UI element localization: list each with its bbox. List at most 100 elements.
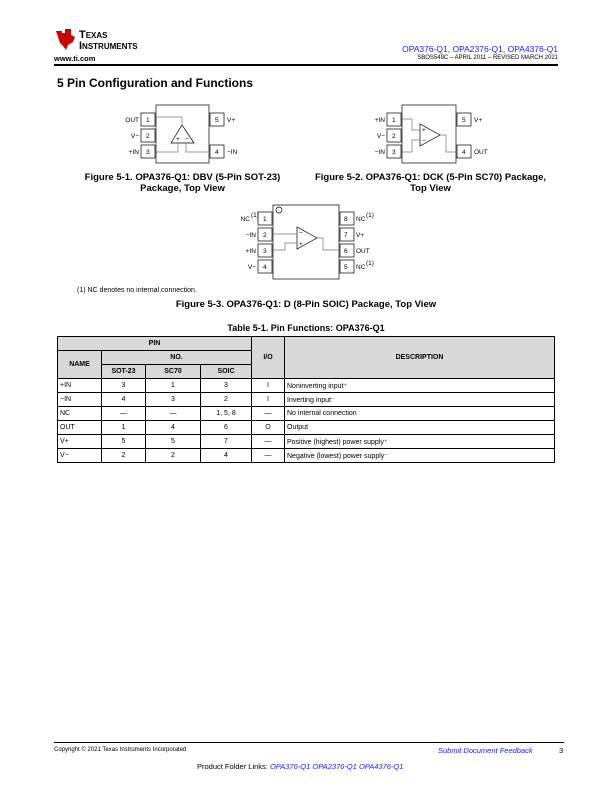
pin-label: −: [299, 230, 303, 237]
caption-line: Package, Top View: [140, 183, 225, 194]
pin-label: (1): [251, 212, 259, 219]
pin-label: −: [422, 138, 426, 145]
cell-io: —: [251, 448, 285, 463]
footnote: (1) NC denotes no internal connection.: [77, 287, 197, 294]
link-opa376[interactable]: OPA376-Q1: [269, 762, 311, 771]
fig2-caption: Figure 5-2. OPA376-Q1: DCK (5-Pin SC70) …: [303, 172, 558, 194]
pin-label: NC: [356, 264, 366, 271]
cell-io: I: [251, 392, 285, 407]
ti-logo-icon: [56, 29, 75, 50]
header-rule: [54, 64, 558, 66]
link-opa4376[interactable]: OPA4376-Q1: [358, 762, 404, 771]
cell-name: V+: [57, 434, 102, 449]
cell-io: I: [251, 378, 285, 393]
cell-sot23: —: [101, 406, 146, 421]
pin-label: +IN: [375, 117, 386, 124]
caption-line: Figure 5-2. OPA376-Q1: DCK (5-Pin SC70) …: [314, 172, 547, 183]
copyright: Copyright © 2021 Texas Instruments Incor…: [54, 747, 187, 753]
cell-sc70: —: [145, 406, 201, 421]
cell-sot23: 5: [101, 434, 146, 449]
pin-label: 8: [344, 216, 348, 223]
product-folder-links: Product Folder Links: OPA376-Q1 OPA2376-…: [197, 762, 403, 771]
fig2-sc70-diagram: 123 +INV−−IN 54 V+OUT +−: [375, 104, 488, 164]
header-pin: PIN: [57, 336, 252, 351]
cell-name: OUT: [57, 420, 102, 435]
cell-desc: Negative (lowest) power supply⁻: [284, 448, 555, 463]
header-io: I/O: [251, 336, 285, 379]
caption-line: Top View: [410, 183, 451, 194]
pin-label: 5: [215, 117, 219, 124]
pin-label: V−: [131, 133, 139, 140]
cell-soic: 3: [200, 378, 252, 393]
header-soic: SOIC: [200, 364, 252, 379]
pin-label: 7: [344, 232, 348, 239]
cell-sot23: 1: [101, 420, 146, 435]
folder-label: Product Folder Links:: [197, 762, 270, 771]
fig3-caption: Figure 5-3. OPA376-Q1: D (8-Pin SOIC) Pa…: [175, 299, 437, 310]
doc-info: SBOS549C – APRIL 2011 – REVISED MARCH 20…: [417, 55, 558, 61]
pin-label: OUT: [356, 248, 370, 255]
pin-label: −IN: [375, 149, 386, 156]
cell-soic: 7: [200, 434, 252, 449]
pin-label: 1: [392, 117, 396, 124]
cell-soic: 1, 5, 8: [200, 406, 252, 421]
pin-label: 1: [263, 216, 267, 223]
table-title: Table 5-1. Pin Functions: OPA376-Q1: [227, 323, 385, 333]
pin-label: V+: [474, 117, 482, 124]
cell-name: NC: [57, 406, 102, 421]
pin-label: (1): [366, 260, 374, 267]
pin-label: V−: [248, 264, 256, 271]
cell-desc: Output: [284, 420, 555, 435]
pin-label: −IN: [227, 149, 238, 156]
opamp-icon: [419, 123, 441, 147]
website-link[interactable]: www.ti.com: [54, 54, 96, 63]
pin-label: NC: [241, 216, 251, 223]
cell-sc70: 2: [145, 448, 201, 463]
header-name: NAME: [57, 350, 102, 379]
part-numbers[interactable]: OPA376-Q1, OPA2376-Q1, OPA4376-Q1: [402, 44, 558, 54]
page-number: 3: [559, 746, 564, 755]
pin-label: 3: [146, 149, 150, 156]
cell-io: —: [251, 434, 285, 449]
header-no: NO.: [101, 350, 252, 365]
pin-label: OUT: [474, 149, 488, 156]
cell-sc70: 4: [145, 420, 201, 435]
logo-text-instruments: Instruments: [79, 40, 138, 52]
pin-label: 1: [146, 117, 150, 124]
pin-label: V+: [356, 232, 364, 239]
opamp-icon: [296, 226, 318, 250]
cell-name: −IN: [57, 392, 102, 407]
cell-sc70: 1: [145, 378, 201, 393]
pin-label: OUT: [125, 117, 139, 124]
header-sc70: SC70: [145, 364, 201, 379]
link-opa2376[interactable]: OPA2376-Q1: [312, 762, 357, 771]
pin-label: 6: [344, 248, 348, 255]
pin-label: 3: [392, 149, 396, 156]
cell-sot23: 3: [101, 378, 146, 393]
pin-label: +: [299, 241, 303, 248]
cell-soic: 4: [200, 448, 252, 463]
table-row: NC——1, 5, 8—No internal connection: [57, 406, 555, 421]
pin-label: 3: [263, 248, 267, 255]
pin-label: −IN: [246, 232, 257, 239]
cell-sc70: 3: [145, 392, 201, 407]
caption-line: Figure 5-1. OPA376-Q1: DBV (5-Pin SOT-23…: [84, 172, 281, 183]
pin-label: 5: [344, 264, 348, 271]
submit-feedback-link[interactable]: Submit Document Feedback: [438, 746, 533, 755]
cell-soic: 6: [200, 420, 252, 435]
pin-label: 4: [215, 149, 219, 156]
pin-label: 2: [392, 133, 396, 140]
pin-label: 2: [263, 232, 267, 239]
fig1-caption: Figure 5-1. OPA376-Q1: DBV (5-Pin SOT-23…: [70, 172, 295, 194]
cell-desc: No internal connection: [284, 406, 555, 421]
cell-desc: Positive (highest) power supply⁺: [284, 434, 555, 449]
